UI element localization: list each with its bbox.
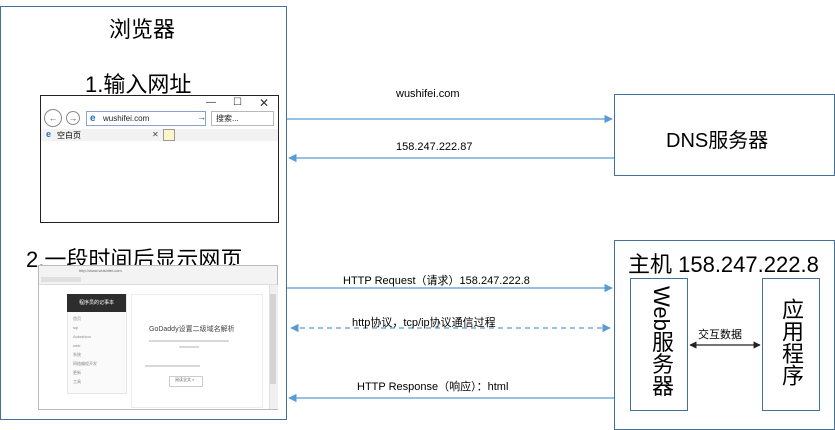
exchange-label: 交互数据 (698, 329, 742, 341)
sidebar-header (67, 294, 126, 312)
article-title: GoDaddy设置二级域名解析 (149, 326, 235, 333)
new-tab-icon (163, 129, 175, 141)
forward-icon: → (66, 111, 80, 125)
sidebar-list: 首页 sql Autoshion web 系统 网络编程开发 更新 工具 (67, 316, 126, 386)
sidebar-item: 更新 (73, 370, 81, 375)
sidebar-item: 首页 (73, 316, 81, 321)
read-more-button (169, 376, 203, 387)
go-arrow-icon: → (197, 112, 206, 122)
article-text-line (145, 365, 200, 367)
web-server-label: Web服务器 (649, 286, 674, 397)
tab-label: 空白页 (57, 131, 81, 140)
tab-close-icon: ✕ (152, 130, 159, 139)
dns-server-label: DNS服务器 (666, 130, 769, 152)
app-box (762, 278, 820, 411)
mini-address: http://www.wushifei.com (79, 268, 122, 273)
dns-server-box (614, 94, 835, 176)
address-bar: e wushifei.com (86, 111, 206, 126)
minimize-icon: — (206, 97, 216, 108)
browser-screenshot-1: — ☐ ✕ ← → e wushifei.com → 搜索... e 空白页 ✕ (40, 95, 279, 223)
article-meta-line (149, 340, 229, 342)
app-label: 应用程序 (779, 298, 804, 386)
article-card (131, 294, 263, 408)
maximize-icon: ☐ (233, 97, 242, 108)
ie-logo-icon: e (90, 113, 96, 124)
article-meta-line (179, 346, 199, 348)
search-placeholder: 搜索... (216, 114, 239, 123)
sidebar-item: 系统 (73, 352, 81, 357)
step-1-label: 1.输入网址 (85, 72, 192, 97)
web-server-box (630, 278, 688, 411)
mini-tab (41, 277, 81, 282)
sidebar-title: 程序员的记事本 (79, 300, 115, 306)
browser-title: 浏览器 (109, 17, 176, 42)
sidebar-item: 工具 (73, 379, 81, 384)
sidebar-item: sql (73, 325, 79, 330)
read-more-label: 阅读全文 » (175, 377, 195, 382)
label-http-response: HTTP Response（响应）：html (357, 381, 509, 393)
scrollbar-thumb (270, 294, 276, 384)
label-http-request: HTTP Request（请求）158.247.222.8 (343, 275, 530, 287)
close-icon: ✕ (259, 96, 270, 110)
top-bar (39, 266, 277, 285)
host-title: 主机 158.247.222.8 (628, 252, 819, 277)
tab-bar (41, 129, 278, 141)
tab-ie-icon: e (46, 129, 52, 139)
address-text: wushifei.com (103, 114, 150, 123)
label-from-dns: 158.247.222.87 (396, 141, 473, 153)
label-protocol: http协议，tcp/ip协议通信过程 (352, 317, 496, 329)
sidebar-item: web (73, 343, 81, 348)
label-to-dns: wushifei.com (396, 88, 460, 100)
back-icon: ← (44, 109, 62, 127)
sidebar-item: 网络编程开发 (73, 361, 97, 366)
search-box: 搜索... (211, 111, 274, 126)
sidebar-item: Autoshion (73, 334, 91, 339)
browser-screenshot-2: http://www.wushifei.com 程序员的记事本 首页 sql A… (38, 265, 278, 410)
